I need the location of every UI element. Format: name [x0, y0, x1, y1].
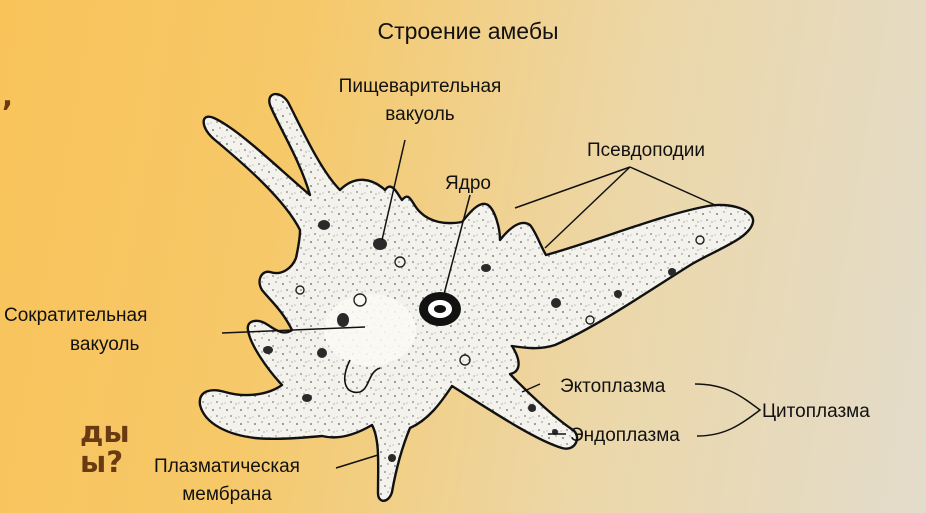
diagram-title: Строение амебы [377, 18, 558, 44]
label-plasma-membrane-line-2: мембрана [182, 484, 272, 505]
label-plasma-membrane-line-1: Плазматическая [154, 456, 300, 477]
label-endoplasm: Эндоплазма [570, 425, 680, 446]
nucleus [419, 292, 461, 326]
label-digestive-vacuole-line-2: вакуоль [385, 104, 454, 125]
label-contractile-vacuole-line-2: вакуоль [70, 334, 139, 355]
label-contractile-vacuole-line-1: Сократительная [4, 305, 147, 326]
line-plasma-membrane [336, 455, 378, 468]
line-pseudopodia-1 [515, 167, 630, 208]
label-pseudopodia: Псевдоподии [587, 140, 705, 161]
label-ectoplasm: Эктоплазма [560, 376, 666, 397]
brace-cytoplasm [695, 384, 760, 436]
line-pseudopodia-3 [630, 167, 715, 205]
label-nucleus: Ядро [445, 173, 491, 194]
label-cytoplasm: Цитоплазма [762, 401, 870, 422]
label-digestive-vacuole-line-1: Пищеварительная [339, 76, 502, 97]
clear-core [324, 294, 416, 366]
